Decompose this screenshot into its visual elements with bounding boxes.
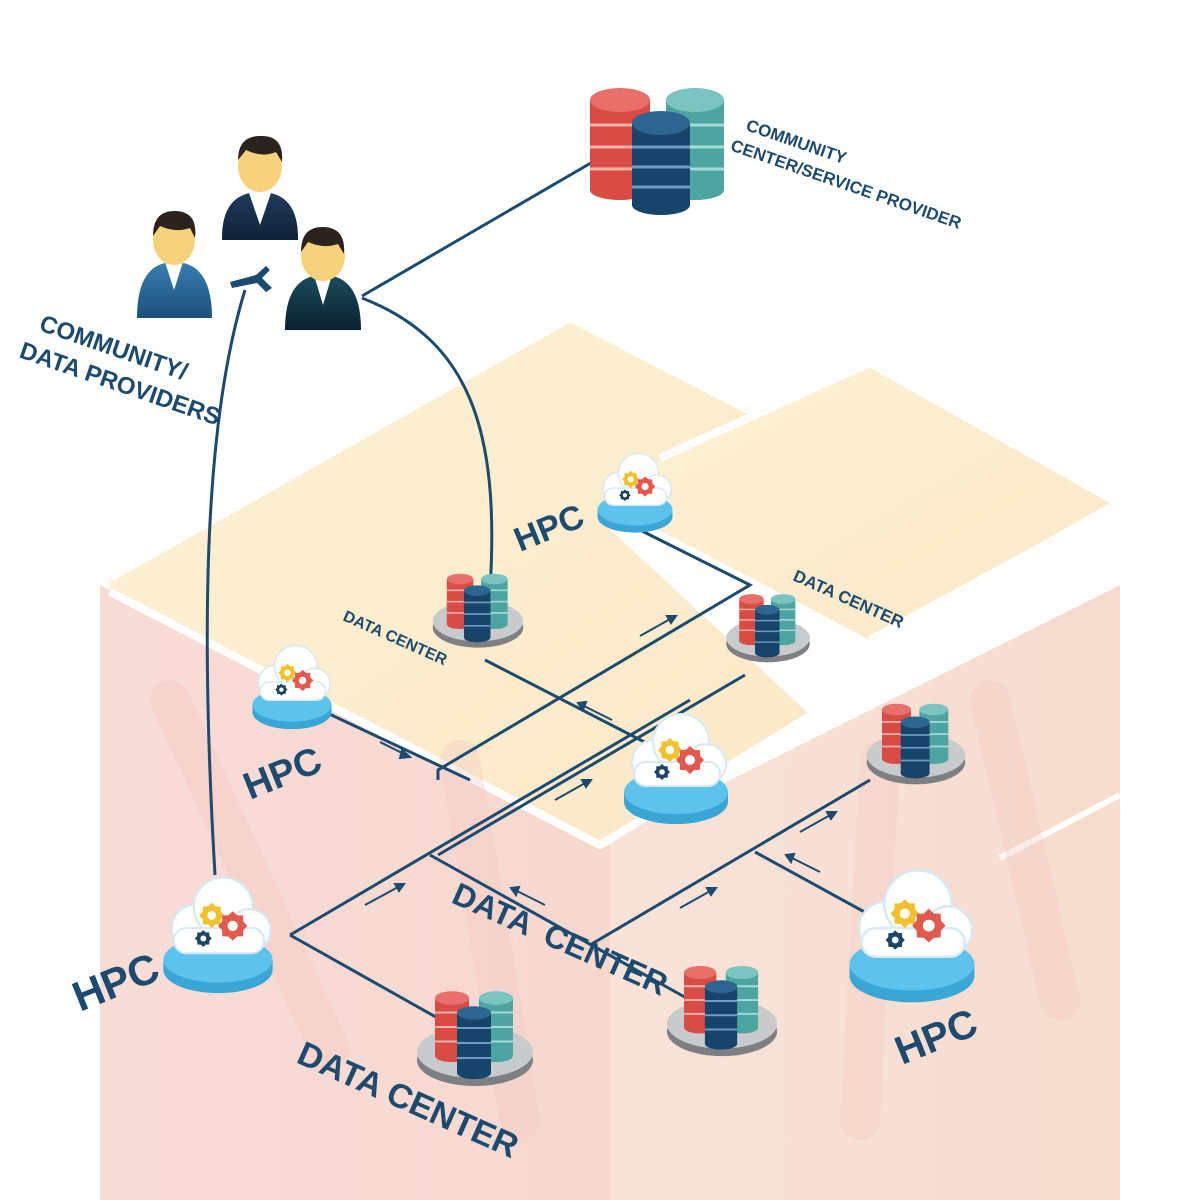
arrow-9 — [784, 852, 821, 873]
link-people-to-hpc — [205, 289, 247, 876]
link-people-to-center — [361, 158, 597, 298]
flow-arrows — [364, 615, 838, 909]
connector-glyph — [230, 266, 272, 292]
link-hpc-br — [754, 850, 871, 917]
isometric-block-background — [100, 313, 1122, 1200]
arrow-2 — [639, 615, 678, 637]
connections — [205, 158, 871, 1027]
link-datacenter-right — [437, 673, 746, 857]
label-community-data-providers: COMMUNITY/ DATA PROVIDERS — [16, 307, 234, 431]
link-hpc-left-route — [324, 710, 471, 782]
arrow-7 — [679, 887, 718, 909]
block-top-right — [640, 360, 1115, 640]
arrow-5 — [364, 883, 406, 906]
link-people-to-datacenter — [361, 296, 494, 591]
link-right-diag — [589, 778, 871, 947]
data-center-icon-upper — [432, 573, 524, 648]
data-center-icon-right-upper — [726, 594, 810, 663]
link-lower-grid — [289, 698, 691, 937]
people-group-icon — [137, 135, 361, 330]
database-stack-icon — [590, 88, 724, 215]
link-hpc-top-route — [436, 528, 754, 780]
hpc-cloud-icon-center — [624, 713, 728, 824]
link-center-diag — [429, 853, 691, 1002]
label-community-center: COMMUNITY CENTER/SERVICE PROVIDER — [728, 113, 971, 233]
link-hpc-bl-to-dc — [289, 933, 451, 1027]
arrow-4 — [554, 779, 593, 801]
hpc-cloud-icon-bottom-right — [849, 869, 975, 1003]
arrow-1 — [379, 741, 413, 760]
person-back — [222, 135, 298, 240]
arrow-3 — [576, 700, 613, 721]
data-center-icon-right — [866, 703, 966, 785]
arrow-6 — [509, 885, 546, 906]
hpc-cloud-icon-bottom-left — [163, 876, 273, 994]
hpc-cloud-icon-left — [252, 644, 332, 730]
hpc-cloud-icon-top — [597, 452, 673, 533]
data-center-icon-bottom-right — [666, 966, 778, 1057]
data-center-icon-bottom-left — [417, 991, 533, 1086]
db-navy — [632, 111, 690, 215]
person-left — [137, 210, 212, 318]
arrow-8 — [799, 811, 838, 833]
person-right — [285, 226, 361, 330]
